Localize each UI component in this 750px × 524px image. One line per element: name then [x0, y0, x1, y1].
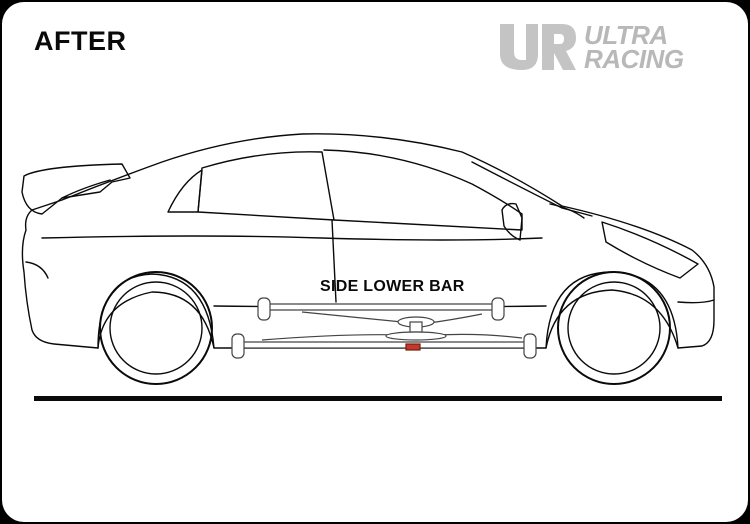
- logo-text-racing: RACING: [584, 44, 684, 74]
- side-lower-bar-lower: [231, 331, 537, 359]
- ultra-racing-logo: ULTRA RACING: [496, 20, 726, 72]
- headlight: [601, 221, 699, 279]
- side-mirror: [501, 202, 523, 241]
- logo-text-ultra: ULTRA: [584, 20, 668, 50]
- rear-wheel: [99, 271, 213, 385]
- view-label: AFTER: [34, 26, 127, 56]
- rear-spoiler: [21, 163, 131, 215]
- side-window-front: [197, 151, 335, 221]
- ur-monogram-icon: [500, 24, 576, 70]
- windshield: [471, 161, 593, 217]
- side-lower-bar-upper: [257, 297, 505, 333]
- car-body-outline: [21, 133, 715, 349]
- front-wheel: [557, 271, 671, 385]
- part-label: SIDE LOWER BAR: [320, 278, 465, 295]
- side-window-rear: [167, 169, 203, 213]
- ground-line: [34, 396, 722, 401]
